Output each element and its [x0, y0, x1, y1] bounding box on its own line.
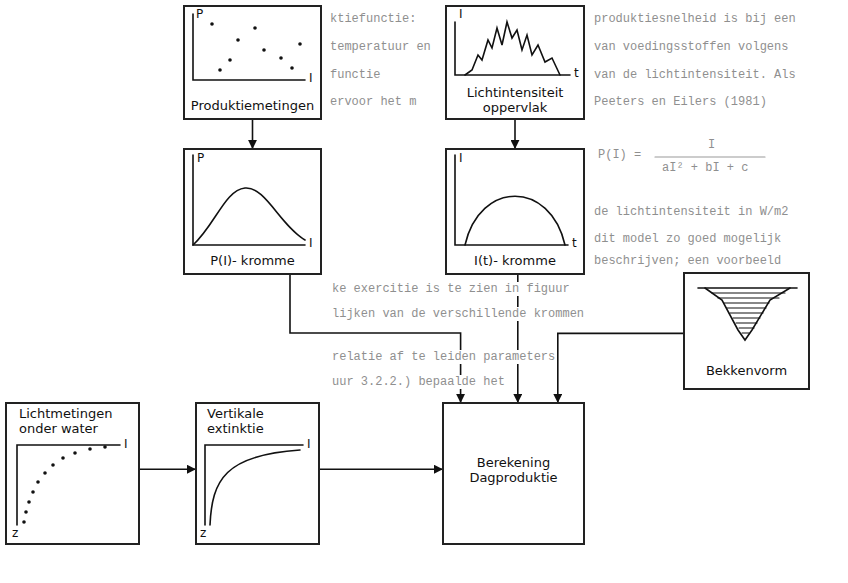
axes [193, 155, 305, 245]
box-label: Bekkenvorm [689, 364, 804, 379]
box-label: Lichtintensiteit oppervlak [451, 86, 579, 116]
body-text: aI² + bI + c [660, 161, 750, 175]
axis-label: z [200, 527, 206, 540]
axis-label: z [12, 527, 18, 540]
axis-label: I [309, 237, 313, 250]
axes [193, 14, 305, 80]
body-text: ervoor het m [328, 95, 418, 109]
body-text: Peeters en Eilers (1981) [592, 95, 769, 109]
body-text: functie [328, 68, 382, 82]
box-label: Berekening Dagproduktie [452, 456, 575, 486]
light-curve [465, 22, 560, 75]
body-text: I [706, 138, 717, 152]
flow-arrow [320, 468, 442, 470]
body-text: van voedingsstoffen volgens [592, 40, 790, 54]
body-text: relatie af te leiden parameters [330, 350, 557, 364]
basin-box: Bekkenvorm [683, 272, 810, 390]
axis-label: P [197, 152, 204, 165]
axis-label: t [574, 67, 579, 80]
box-label: Lichtmetingen onder water [19, 407, 123, 437]
axis-label: t [572, 237, 577, 250]
body-text: lijken van de verschillende krommen [330, 307, 586, 321]
axes [17, 445, 120, 525]
axis-label: I [459, 8, 463, 21]
basin-hatching [712, 293, 785, 333]
fraction-bar [655, 156, 765, 157]
measurement-box: Lichtmetingen onder water [5, 402, 140, 545]
it-curve [465, 196, 565, 245]
flow-arrow [558, 333, 683, 402]
body-text: temperatuur en [328, 40, 433, 54]
box-label: Produktiemetingen [189, 99, 316, 114]
result-box: Berekening Dagproduktie [442, 402, 585, 545]
body-text: de lichtintensiteit in W/m2 [592, 205, 790, 219]
body-text: van de lichtintensiteit. Als [592, 68, 798, 82]
box-label: Vertikale extinktie [207, 407, 303, 437]
axes [455, 22, 570, 75]
flow-arrow [252, 120, 254, 148]
curve-box: I(t)- kromme [445, 148, 585, 275]
box-label: P(I)- kromme [189, 254, 316, 269]
box-label: I(t)- kromme [451, 254, 579, 269]
measurement-box: Lichtintensiteit oppervlak [445, 5, 585, 120]
extinction-curve [210, 450, 300, 525]
body-text: ke exercitie is te zien in figuur [330, 282, 572, 296]
body-text: uur 3.2.2.) bepaalde het [330, 375, 507, 389]
pi-curve [193, 188, 305, 245]
body-text: ktiefunctie: [328, 12, 418, 26]
curve-box: Vertikale extinktie [195, 402, 320, 545]
axis-label: P [196, 8, 203, 21]
water-surface [698, 287, 797, 289]
axes [205, 445, 303, 525]
axis-label: I [459, 152, 463, 165]
basin-outline [705, 288, 790, 340]
data-points [22, 22, 302, 524]
curve-box: P(I)- kromme [183, 148, 322, 275]
flow-arrow [140, 468, 195, 470]
axis-label: I [309, 72, 313, 85]
axis-label: I [124, 438, 128, 451]
body-text: dit model zo goed mogelijk [592, 232, 783, 246]
body-text: beschrijven; een voorbeeld [592, 254, 783, 268]
axis-label: I [307, 438, 311, 451]
body-text: P(I) = [596, 148, 643, 162]
body-text: produktiesnelheid is bij een [592, 12, 798, 26]
axes [455, 155, 568, 245]
flow-arrow [514, 120, 516, 148]
measurement-box: Produktiemetingen [183, 5, 322, 120]
